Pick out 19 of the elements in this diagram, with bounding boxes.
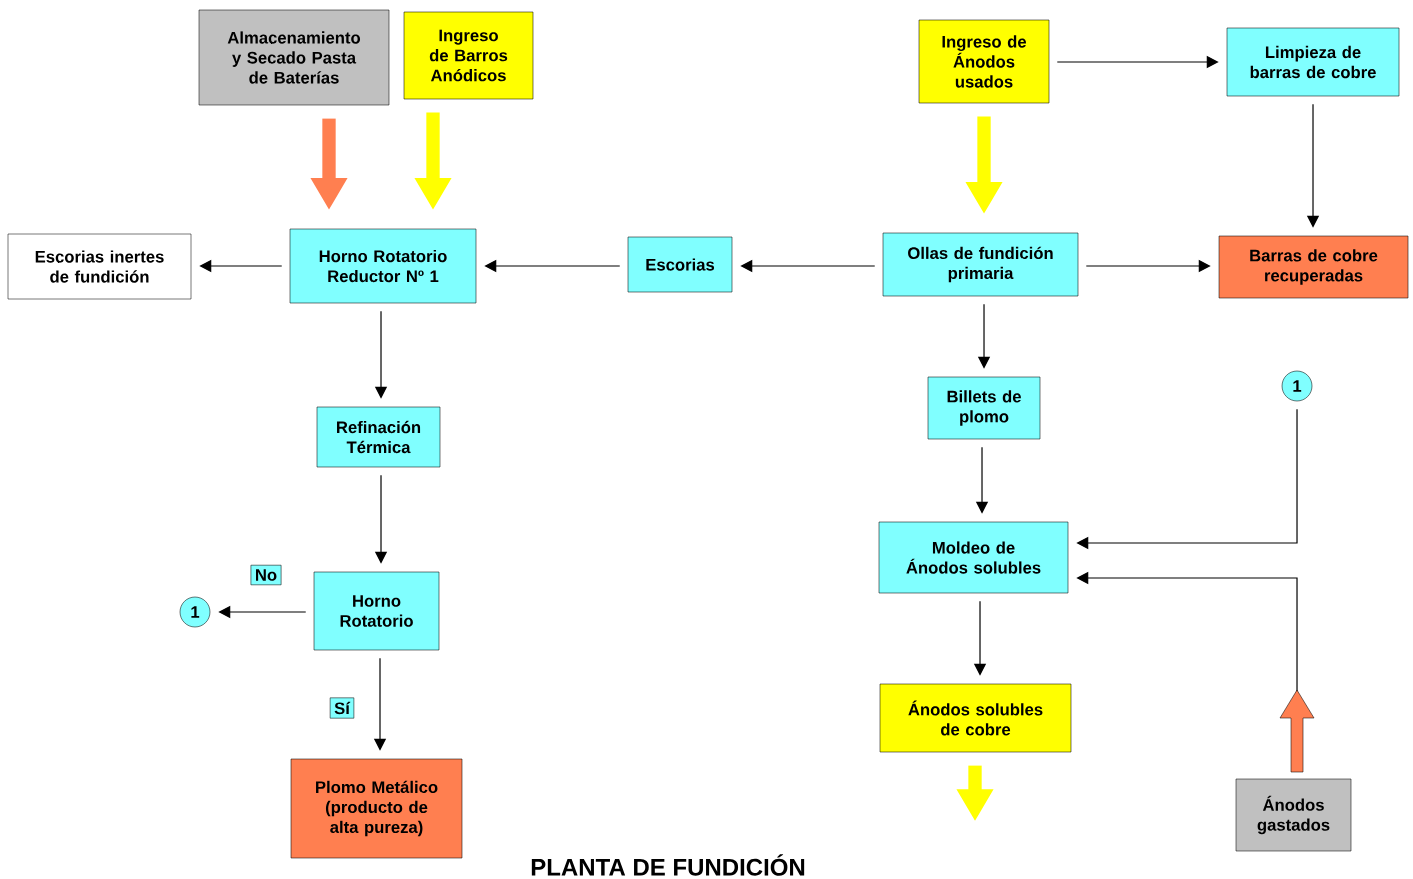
process-box: Ingreso de Ánodos usados [918, 19, 1050, 104]
process-box: Refinación Térmica [316, 406, 441, 468]
process-box: Escorias inertes de fundición [7, 233, 192, 300]
process-box: Ingreso de Barros Anódicos [403, 11, 534, 100]
process-box: Ánodos gastados [1235, 778, 1352, 852]
process-box: Horno Rotatorio [313, 571, 440, 651]
process-box: Barras de cobre recuperadas [1218, 235, 1409, 299]
process-box: Billets de plomo [927, 376, 1041, 440]
process-box: Ollas de fundición primaria [882, 232, 1079, 297]
edge-label: No [250, 564, 282, 586]
process-box: Ánodos solubles de cobre [879, 683, 1072, 753]
process-box: Limpieza de barras de cobre [1226, 27, 1400, 97]
process-box: Horno Rotatorio Reductor Nº 1 [289, 228, 477, 304]
process-box: Plomo Metálico (producto de alta pureza) [290, 758, 463, 859]
process-box: Escorias [627, 236, 733, 293]
process-box: Almacenamiento y Secado Pasta de Baterías [198, 9, 390, 106]
title: PLANTA DE FUNDICIÓN [531, 854, 805, 876]
process-box: Moldeo de Ánodos solubles [878, 521, 1069, 594]
edge-label: Sí [329, 697, 355, 719]
